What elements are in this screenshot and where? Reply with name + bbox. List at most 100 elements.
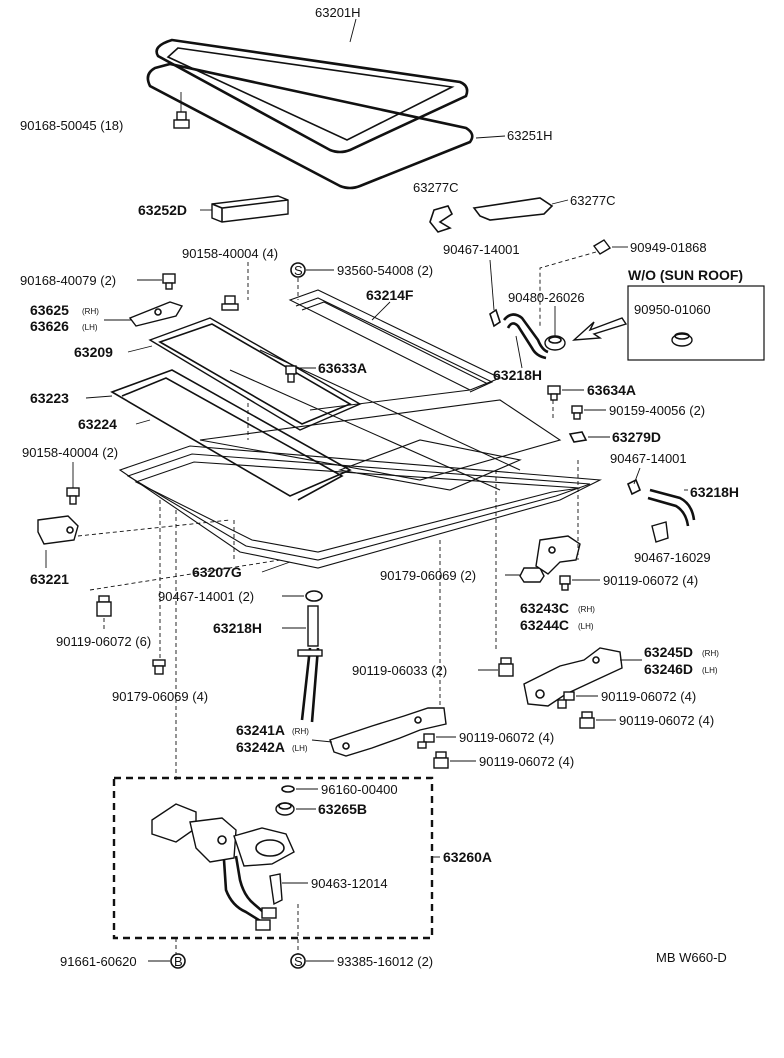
label-63279D: 63279D: [612, 429, 661, 445]
label-63224: 63224: [78, 416, 117, 432]
bolt-90119-06072-e: [417, 733, 435, 749]
circle-B: B: [170, 953, 186, 969]
label-90158-40004-b: 90158-40004 (2): [22, 445, 118, 460]
leader-63223: [85, 395, 113, 399]
grommet-90480-26026: [544, 335, 566, 351]
label-63223: 63223: [30, 390, 69, 406]
drain-hose-63218H-c: [297, 605, 323, 723]
dash-63207G: [89, 559, 281, 591]
label-93560-54008: 93560-54008 (2): [337, 263, 433, 278]
label-91661-60620: 91661-60620: [60, 954, 137, 969]
label-90119-06072-c: 90119-06072 (4): [601, 689, 696, 704]
label-96160-00400: 96160-00400: [321, 782, 398, 797]
guide-rail-63214F: [288, 289, 502, 393]
leader-63209: [127, 345, 153, 353]
clip-63277C-long: [472, 197, 569, 221]
label-90467-14001-a: 90467-14001: [443, 242, 520, 257]
option-part-label: 90950-01060: [634, 302, 711, 317]
bracket-63625-63626: [128, 301, 184, 327]
label-63252D: 63252D: [138, 202, 187, 218]
option-title: W/O (SUN ROOF): [628, 267, 743, 283]
label-90119-06033: 90119-06033 (2): [352, 663, 447, 678]
bolt-63633A: [285, 365, 297, 383]
label-90159-40056: 90159-40056 (2): [609, 403, 705, 418]
bolt-90119-06033: [498, 657, 514, 677]
circle-S-b: S: [290, 953, 306, 969]
nut-90179-06069-a: [519, 567, 545, 583]
sunroof-motor: [151, 803, 295, 931]
leader-63207G: [261, 561, 291, 573]
bracket-63221: [37, 515, 79, 545]
label-90168-40079: 90168-40079 (2): [20, 273, 116, 288]
hose-clip-90467-14001-a: [489, 308, 501, 328]
bracket-63241A-63242A: [329, 707, 447, 757]
bracket-63243C-63244C: [535, 535, 581, 575]
label-90480-26026: 90480-26026: [508, 290, 585, 305]
label-63243C: 63243C: [520, 600, 569, 616]
nut-90179-06069-b: [152, 659, 166, 675]
cable-63224: [121, 377, 344, 501]
label-90467-14001-c: 90467-14001 (2): [158, 589, 254, 604]
clamp-63279D: [568, 431, 588, 443]
label-90179-06069-b: 90179-06069 (4): [112, 689, 208, 704]
label-63218H-b: 63218H: [690, 484, 739, 500]
label-63241A-rh: (RH): [292, 727, 309, 736]
bracket-63245D-63246D: [523, 647, 623, 707]
label-63207G: 63207G: [192, 564, 242, 580]
svg-text:B: B: [174, 954, 183, 969]
label-90179-06069-a: 90179-06069 (2): [380, 568, 476, 583]
label-63277C-b: 63277C: [570, 193, 616, 208]
label-63243C-rh: (RH): [578, 605, 595, 614]
label-90158-40004-a: 90158-40004 (4): [182, 246, 278, 261]
label-63201H: 63201H: [315, 5, 361, 20]
label-63625: 63625: [30, 302, 69, 318]
label-63242A: 63242A: [236, 739, 285, 755]
label-90168-50045: 90168-50045 (18): [20, 118, 123, 133]
label-63209: 63209: [74, 344, 113, 360]
label-90949-01868: 90949-01868: [630, 240, 707, 255]
hose-clip-90467-14001-c: [305, 590, 323, 602]
bolt-90119-06072-c: [557, 691, 575, 709]
label-90119-06072-a: 90119-06072 (4): [603, 573, 698, 588]
leader-90467-14001-a: [489, 259, 495, 311]
bolt-90158-40004-b: [66, 487, 80, 505]
label-63242A-lh: (LH): [292, 744, 308, 753]
bolt-90119-06072-d: [579, 711, 595, 729]
label-63218H-a: 63218H: [493, 367, 542, 383]
svg-text:S: S: [294, 263, 303, 278]
label-63245D: 63245D: [644, 644, 693, 660]
label-63277C-a: 63277C: [413, 180, 459, 195]
leader-63218H-a: [515, 335, 523, 369]
drain-hose-63218H-a: [502, 313, 549, 360]
weatherstrip-63251H: [146, 62, 474, 190]
bolt-90168-40079: [162, 273, 176, 290]
label-63221: 63221: [30, 571, 69, 587]
deflector-block-63252D: [211, 195, 289, 223]
bolt-90119-06072-f: [433, 751, 449, 769]
housing-63223: [110, 369, 352, 497]
leader-63214F: [371, 301, 391, 321]
hose-clip-90467-14001-b: [626, 478, 642, 496]
label-63246D: 63246D: [644, 661, 693, 677]
motor-assembly-box: [112, 776, 434, 940]
diagram-code: MB W660-D: [656, 950, 727, 965]
main-housing-frame: [118, 349, 603, 569]
label-63218H-c: 63218H: [213, 620, 262, 636]
dash-90949-01868: [539, 251, 597, 326]
label-90467-16029: 90467-16029: [634, 550, 711, 565]
arrow-to-grommet: [572, 317, 628, 341]
bolt-90168-50045: [173, 92, 190, 129]
label-63244C-lh: (LH): [578, 622, 594, 631]
label-63265B: 63265B: [318, 801, 367, 817]
label-90467-14001-b: 90467-14001: [610, 451, 687, 466]
circle-S-a: S: [290, 262, 306, 278]
label-63251H: 63251H: [507, 128, 553, 143]
label-63625-rh: (RH): [82, 307, 99, 316]
label-63241A: 63241A: [236, 722, 285, 738]
label-63626-lh: (LH): [82, 323, 98, 332]
label-90119-06072-e: 90119-06072 (4): [459, 730, 554, 745]
leader-63201H: [349, 18, 357, 43]
grommet-90949-01868: [592, 239, 612, 255]
leader-63251H: [475, 135, 506, 139]
label-63260A: 63260A: [443, 849, 492, 865]
